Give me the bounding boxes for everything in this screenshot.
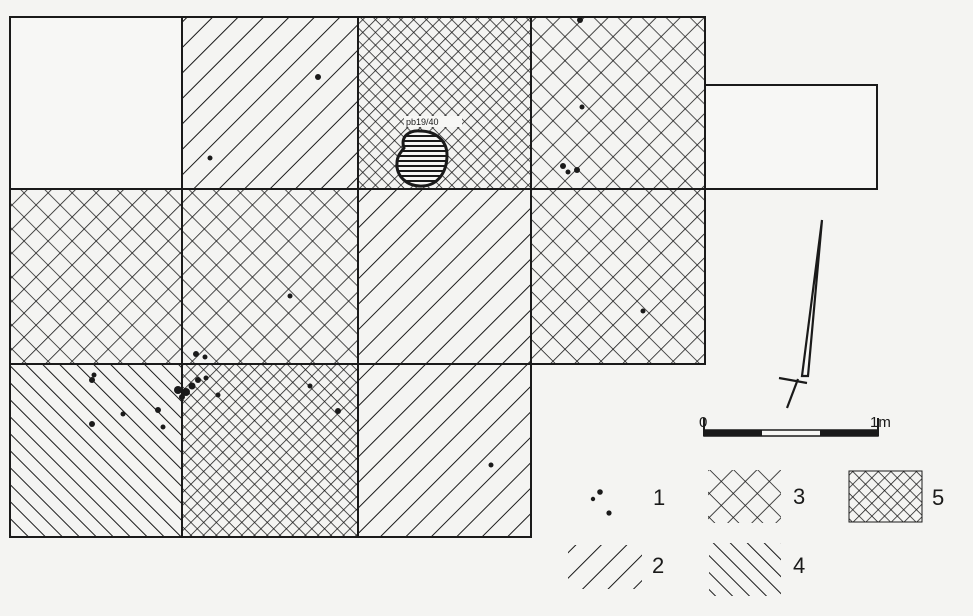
legend-label-3: 3: [793, 484, 805, 509]
grid-square-r3c1: [9, 363, 183, 538]
grid-square-r1c1: [9, 16, 183, 190]
grid-square-r3c2: [181, 363, 359, 538]
legend-item-3: 3: [708, 470, 805, 523]
grid-square-r2c4: [530, 188, 706, 365]
grid-square-r2c1: [9, 188, 183, 365]
legend-label-1: 1: [653, 485, 665, 510]
legend: 1 2 3 4 5: [568, 470, 944, 596]
legend-label-2: 2: [652, 553, 664, 578]
scale-bar: 0 1m: [699, 414, 891, 437]
legend-swatch-pattern-5: [848, 470, 923, 523]
legend-label-5: 5: [932, 485, 944, 510]
scale-end-label: 1m: [870, 414, 891, 431]
grid-square-r2c2: [181, 188, 359, 365]
legend-swatch-pattern-3: [708, 470, 781, 523]
feature-label: pb19/40: [406, 117, 439, 127]
excavation-grid: [9, 16, 878, 538]
grid-square-r1c2: [181, 16, 359, 190]
find-dots: [89, 17, 646, 468]
grid-square-r1c4: [530, 16, 706, 190]
legend-swatch-pattern-4: [709, 543, 781, 596]
blade-object: [778, 219, 824, 409]
feature-label-bg: [404, 116, 462, 127]
grid-square-r2c3: [357, 188, 532, 365]
grid-square-r3c3: [357, 363, 532, 538]
legend-swatch-dots: [597, 489, 603, 495]
legend-item-5: 5: [848, 470, 944, 523]
legend-item-1: 1: [590, 485, 665, 516]
legend-label-4: 4: [793, 553, 805, 578]
grid-extension: [704, 84, 878, 190]
pit-feature: pb19/40: [395, 116, 462, 188]
legend-item-4: 4: [709, 543, 805, 596]
scale-start-label: 0: [699, 414, 707, 431]
legend-swatch-pattern-2: [568, 545, 642, 589]
legend-item-2: 2: [568, 545, 664, 589]
